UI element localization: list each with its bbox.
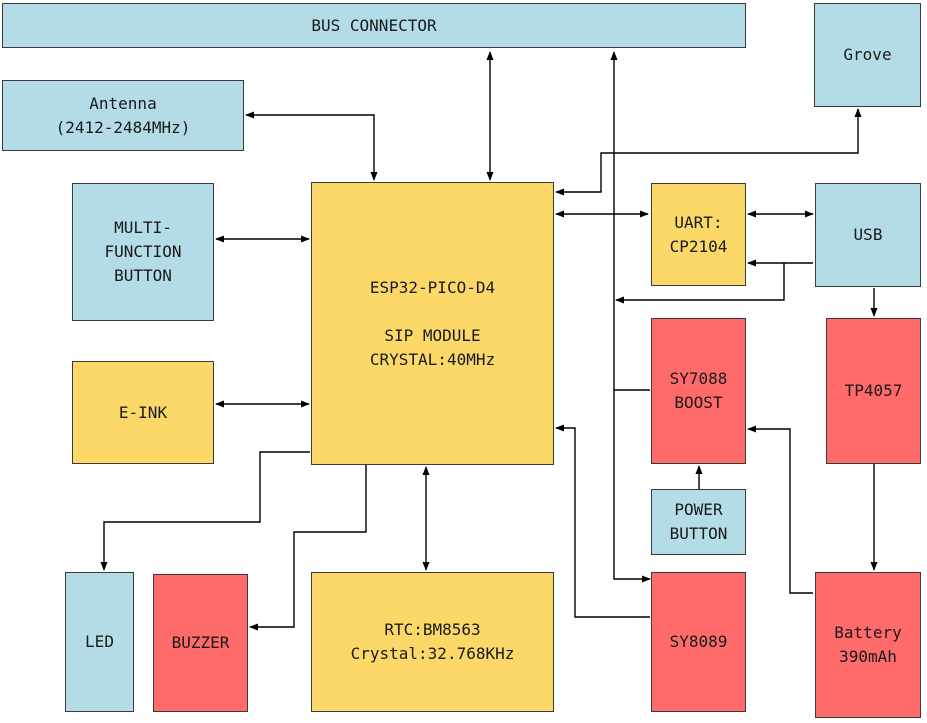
e-ink-label: E-INK	[118, 402, 168, 422]
sy7088-label: SY7088 BOOST	[669, 369, 728, 412]
multi-function-button-label: MULTI- FUNCTION BUTTON	[104, 218, 182, 285]
antenna-label: Antenna (2412-2484MHz)	[55, 93, 191, 137]
antenna-block: Antenna (2412-2484MHz)	[2, 80, 244, 151]
antenna-esp32-link	[245, 111, 378, 181]
battery-sy7088-link	[747, 425, 813, 594]
rail-sy8089-link	[613, 390, 651, 583]
grove-label: Grove	[843, 45, 892, 64]
power-button-label: POWER BUTTON	[669, 500, 728, 543]
led-block: LED	[65, 572, 134, 712]
sy7088-bus-link	[610, 51, 650, 391]
usb-label: USB	[853, 225, 883, 244]
bus-connector-label: BUS CONNECTOR	[311, 15, 437, 35]
usb-block: USB	[815, 183, 921, 287]
tp4057-label: TP4057	[844, 381, 903, 400]
grove-block: Grove	[814, 3, 921, 107]
multi-function-button-block: MULTI- FUNCTION BUTTON	[72, 183, 214, 321]
tp4057-block: TP4057	[826, 318, 921, 464]
uart-block: UART: CP2104	[651, 183, 746, 286]
bus-connector-block: BUS CONNECTOR	[2, 3, 746, 48]
power-button-block: POWER BUTTON	[651, 489, 746, 555]
sy8089-label: SY8089	[669, 632, 728, 651]
sy8089-esp32-link	[555, 424, 650, 618]
usb-rail-link	[615, 263, 785, 304]
esp32-block: ESP32-PICO-D4 SIP MODULE CRYSTAL:40MHz	[311, 182, 554, 465]
sy8089-block: SY8089	[651, 572, 746, 712]
battery-block: Battery 390mAh	[815, 572, 921, 718]
esp32-buzzer-link	[249, 465, 367, 631]
buzzer-label: BUZZER	[171, 633, 230, 652]
sy7088-block: SY7088 BOOST	[651, 318, 746, 464]
rtc-label: RTC:BM8563 Crystal:32.768KHz	[350, 620, 515, 663]
esp32-led-link	[100, 451, 310, 571]
led-label: LED	[85, 632, 114, 651]
e-ink-block: E-INK	[72, 361, 214, 464]
uart-label: UART: CP2104	[669, 212, 728, 256]
buzzer-block: BUZZER	[153, 574, 248, 712]
rtc-block: RTC:BM8563 Crystal:32.768KHz	[311, 572, 554, 712]
battery-label: Battery 390mAh	[834, 623, 902, 666]
esp32-label: ESP32-PICO-D4 SIP MODULE CRYSTAL:40MHz	[369, 277, 496, 369]
esp32-grove-link	[555, 108, 862, 196]
